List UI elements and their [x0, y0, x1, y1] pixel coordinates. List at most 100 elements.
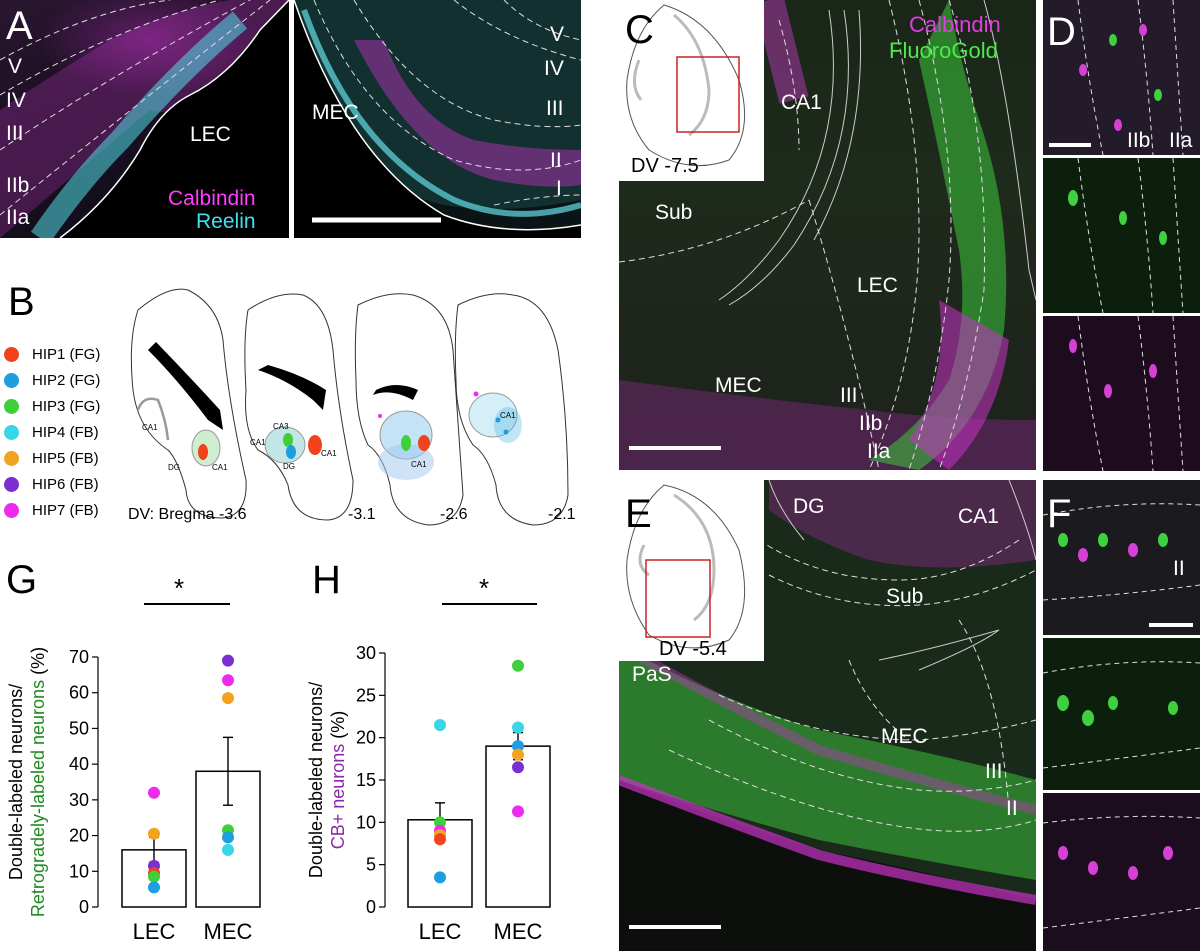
region-pas: PaS: [632, 663, 672, 686]
panel-a-right-image: MEC V IV III II I: [294, 0, 581, 238]
atlas-sections: [130, 288, 569, 526]
right-layer-ii: II: [550, 149, 562, 172]
panel-d-magenta-image: [1043, 316, 1200, 471]
panel-a-letter: A: [6, 4, 33, 48]
panel-g-letter: G: [6, 558, 38, 602]
y-axis-label-unit: (%): [328, 711, 348, 744]
atlas-label-ca1-s1b: CA1: [212, 463, 228, 472]
category-label: MEC: [494, 919, 543, 944]
panel-d-magenta-drawing: [1069, 316, 1184, 471]
atlas-section-1: [130, 288, 247, 519]
right-layer-iii: III: [546, 97, 564, 120]
legend-dot: [4, 424, 19, 440]
y-tick-label: 60: [69, 683, 89, 703]
atlas-label-ca1-s2: CA1: [250, 438, 266, 447]
panel-d-green-image: [1043, 158, 1200, 313]
legend-dot: [4, 346, 19, 362]
data-point: [222, 654, 234, 667]
y-tick-label: 0: [366, 897, 376, 917]
panel-e-image: E DV -5.4 DG CA1 Sub PaS MEC III II: [619, 480, 1036, 951]
layer-label-iia: IIa: [6, 206, 30, 229]
y-axis-label-line1: Double-labeled neurons/: [6, 684, 26, 880]
reelin-label: Reelin: [196, 210, 256, 233]
y-tick-label: 50: [69, 718, 89, 738]
legend-dot: [4, 450, 19, 466]
data-point: [148, 827, 160, 840]
legend-item-hip3: HIP3 (FG): [4, 396, 100, 416]
panel-e-letter: E: [625, 492, 652, 536]
panel-b-letter: B: [8, 280, 35, 324]
legend-item-hip6: HIP6 (FB): [4, 474, 99, 494]
panel-c-dv-label: DV -7.5: [631, 155, 699, 177]
region-ii-e: II: [1006, 797, 1018, 820]
data-point: [512, 721, 524, 734]
section-label-2: -2.6: [440, 506, 468, 523]
data-point: [512, 748, 524, 761]
atlas-label-ca1-s2b: CA1: [321, 449, 337, 458]
data-point: [222, 692, 234, 705]
data-point: [222, 831, 234, 844]
region-sub-e: Sub: [886, 585, 924, 608]
data-point: [148, 870, 160, 883]
region-layer-iia: IIa: [867, 440, 891, 463]
data-point: [434, 816, 446, 829]
y-tick-label: 0: [79, 897, 89, 917]
panel-h-significance-bar: [442, 603, 537, 605]
dv-bregma-label: DV: Bregma -3.6: [128, 506, 247, 523]
legend-label: HIP2 (FG): [32, 371, 101, 389]
panel-e-inset-drawing: [626, 484, 746, 649]
legend-label: HIP1 (FG): [32, 345, 101, 363]
region-sub: Sub: [655, 201, 693, 224]
section-label-1: -3.1: [348, 506, 376, 523]
panel-d-layer-iia: IIa: [1169, 129, 1193, 152]
y-axis-label-line1: Double-labeled neurons/: [306, 682, 326, 878]
right-layer-iv: IV: [544, 57, 564, 80]
data-point: [222, 674, 234, 687]
y-axis-label-line2: Retrogradely-labeled neurons (%): [28, 647, 48, 917]
legend-label: HIP3 (FG): [32, 397, 101, 415]
y-tick-label: 10: [69, 861, 89, 881]
atlas-label-dg-s2: DG: [283, 462, 295, 471]
y-tick-label: 10: [356, 812, 376, 832]
panel-d-merged-image: D IIb IIa: [1043, 0, 1200, 155]
panel-e-drawing: [619, 480, 1036, 951]
mec-label: MEC: [312, 101, 359, 124]
panel-c-fluorogold-label: FluoroGold: [889, 38, 998, 63]
atlas-label-ca3-s2: CA3: [273, 422, 289, 431]
panel-c-image: C DV -7.5 Calbindin FluoroGold CA1 Sub L…: [619, 0, 1036, 470]
panel-d-letter: D: [1047, 10, 1076, 54]
legend-item-hip5: HIP5 (FB): [4, 448, 99, 468]
legend-label: HIP4 (FB): [32, 423, 99, 441]
lec-label: LEC: [190, 123, 231, 146]
region-iii-e: III: [985, 760, 1003, 783]
y-axis-label-line2: CB+ neurons (%): [328, 711, 348, 850]
panel-d-green-drawing: [1068, 158, 1184, 313]
panel-f-letter: F: [1047, 492, 1072, 536]
atlas-label-ca1-s1: CA1: [142, 423, 158, 432]
panel-c-letter: C: [625, 8, 654, 52]
y-tick-label: 30: [356, 643, 376, 663]
data-point: [512, 805, 524, 818]
panel-c-inset: [619, 0, 764, 181]
panel-h-significance: *: [479, 573, 490, 603]
section-label-3: -2.1: [548, 506, 576, 523]
panel-a-right-drawing: [294, 0, 581, 238]
panel-f-magenta-drawing: [1043, 815, 1200, 929]
panel-f-merged-image: F II: [1043, 480, 1200, 635]
y-tick-label: 30: [69, 790, 89, 810]
data-point: [148, 786, 160, 799]
panel-f-layer-ii: II: [1173, 557, 1185, 580]
region-ca1: CA1: [781, 91, 822, 114]
y-tick-label: 70: [69, 647, 89, 667]
category-label: MEC: [204, 919, 253, 944]
legend-item-hip7: HIP7 (FB): [4, 500, 99, 520]
layer-label-v: V: [8, 55, 23, 78]
panel-a-left-drawing: [0, 0, 289, 238]
legend-label: HIP6 (FB): [32, 475, 99, 493]
y-tick-label: 40: [69, 754, 89, 774]
region-ca1-e: CA1: [958, 505, 999, 528]
legend-dot: [4, 372, 19, 388]
panel-f-green-drawing: [1043, 661, 1200, 769]
data-point: [512, 761, 524, 774]
